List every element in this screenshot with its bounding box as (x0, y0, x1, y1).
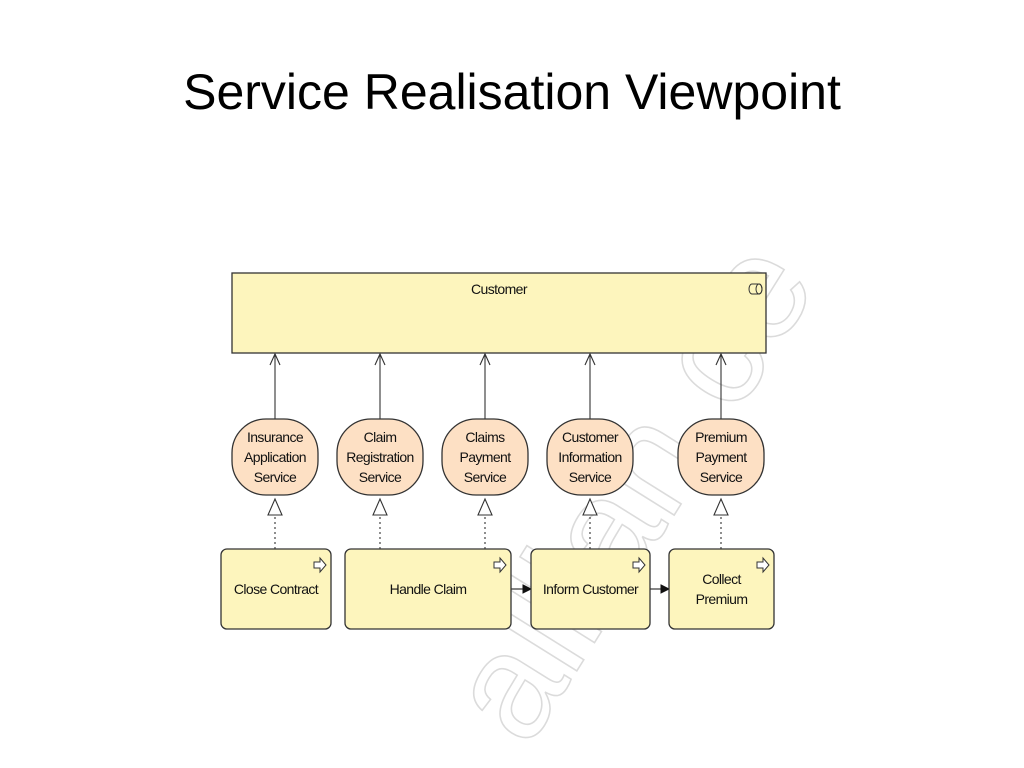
hollow-triangle-head (372, 497, 388, 516)
service-shape (677, 418, 765, 496)
hollow-triangle-head (267, 497, 283, 516)
service-shape (441, 418, 529, 496)
used-by-relation (479, 352, 491, 419)
process-arrow-icon (756, 556, 770, 574)
services-layer: InsuranceApplicationServiceClaimRegistra… (231, 418, 765, 496)
service-label-line: Insurance (247, 429, 304, 445)
open-arrowhead (584, 352, 596, 366)
service-shape (546, 418, 634, 496)
open-arrowhead (269, 352, 281, 366)
open-arrowhead (479, 352, 491, 366)
service-label-line: Registration (346, 449, 414, 465)
service-label-line: Claims (465, 429, 505, 445)
process-arrow-icon (632, 556, 646, 574)
process-node[interactable]: Inform Customer (530, 548, 651, 630)
service-label-line: Application (244, 449, 306, 465)
filled-arrowhead (660, 584, 671, 594)
process-label-line: Inform Customer (543, 581, 639, 597)
process-label-line: Premium (696, 591, 748, 607)
service-label-line: Information (558, 449, 621, 465)
service-label-line: Customer (562, 429, 619, 445)
realization-relation (267, 497, 283, 549)
triggering-relation (650, 584, 671, 594)
used-by-relation (584, 352, 596, 419)
process-node[interactable]: Handle Claim (344, 548, 512, 630)
service-shape (336, 418, 424, 496)
service-label-line: Premium (695, 429, 747, 445)
service-label-line: Payment (459, 449, 511, 465)
process-arrow-icon (313, 556, 327, 574)
business-role-icon (748, 283, 763, 295)
actor-customer-label: Customer (471, 281, 528, 297)
service-label-line: Payment (695, 449, 747, 465)
process-shape (530, 548, 651, 630)
service-label-line: Claim (364, 429, 397, 445)
process-label-line: Collect (702, 571, 741, 587)
open-arrowhead (715, 352, 727, 366)
hollow-triangle-head (477, 497, 493, 516)
open-arrowhead (374, 352, 386, 366)
slide-title: Service Realisation Viewpoint (183, 64, 841, 120)
process-shape (344, 548, 512, 630)
service-label-line: Service (700, 469, 743, 485)
service-label-line: Service (464, 469, 507, 485)
realization-relation (477, 497, 493, 549)
realization-relation (372, 497, 388, 549)
process-arrow-icon (493, 556, 507, 574)
filled-arrowhead (522, 584, 533, 594)
processes-layer: Close Contract Handle Claim Inform Custome… (220, 548, 775, 630)
process-shape (668, 548, 775, 630)
triggering-relation (511, 584, 533, 594)
process-label-line: Handle Claim (390, 581, 467, 597)
hollow-triangle-head (713, 497, 729, 516)
process-node[interactable]: Close Contract (220, 548, 332, 630)
actor-customer-box[interactable] (231, 272, 767, 354)
service-label-line: Service (254, 469, 297, 485)
used-by-relation (269, 352, 281, 419)
service-label-line: Service (569, 469, 612, 485)
relations-layer (267, 352, 729, 594)
used-by-relation (374, 352, 386, 419)
actor-layer: Customer (231, 272, 767, 354)
service-label-line: Service (359, 469, 402, 485)
hollow-triangle-head (582, 497, 598, 516)
realization-relation (582, 497, 598, 549)
process-label-line: Close Contract (234, 581, 319, 597)
service-shape (231, 418, 319, 496)
process-shape (220, 548, 332, 630)
used-by-relation (715, 352, 727, 419)
realization-relation (713, 497, 729, 549)
